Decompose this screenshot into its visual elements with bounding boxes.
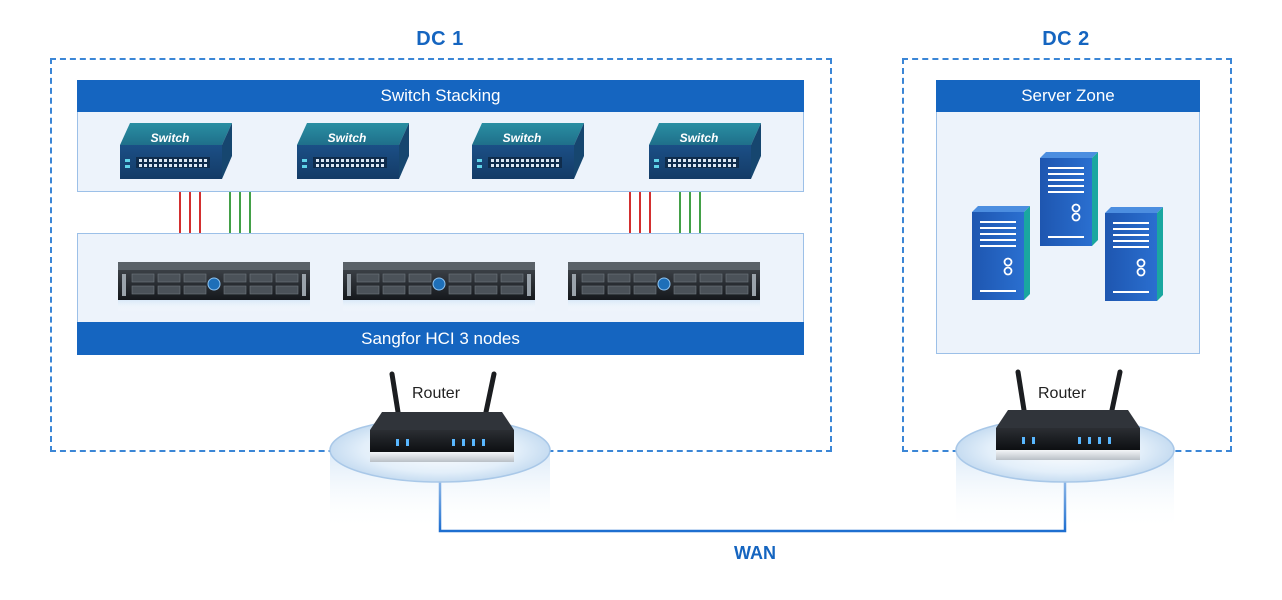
dc2-title: DC 2: [1042, 28, 1090, 50]
hci-node-icon: [117, 261, 311, 313]
hci-bar: Sangfor HCI 3 nodes: [77, 322, 804, 355]
switch-text: Switch: [680, 131, 719, 145]
switch-stacking-bar: Switch Stacking: [77, 80, 804, 112]
switch-hci-cables: [179, 192, 701, 233]
router-label-dc1: Router: [412, 385, 461, 402]
wan-label: WAN: [734, 543, 776, 563]
server-icon: [1039, 151, 1099, 247]
server-icon: [1104, 206, 1164, 302]
server-zone-bar: Server Zone: [936, 80, 1200, 112]
hci-node-icon: [342, 261, 536, 313]
switch-text: Switch: [328, 131, 367, 145]
server-icon: [971, 205, 1031, 301]
switch-text: Switch: [151, 131, 190, 145]
dc1-title: DC 1: [416, 28, 464, 50]
hci-node-icon: [567, 261, 761, 313]
switch-text: Switch: [503, 131, 542, 145]
router-label-dc2: Router: [1038, 385, 1087, 402]
